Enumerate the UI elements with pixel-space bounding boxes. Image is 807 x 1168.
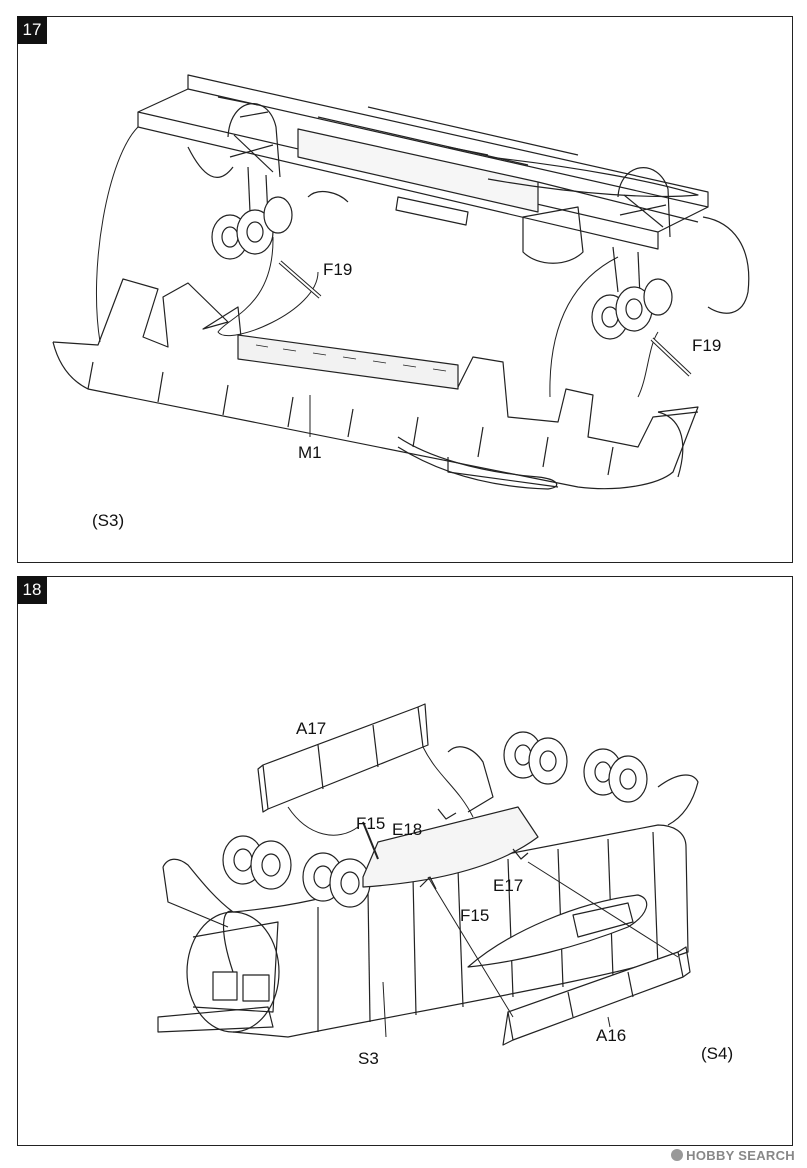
e17-part: [512, 848, 529, 860]
label-f15-upper: F15: [356, 814, 385, 833]
e18-part: [437, 808, 457, 820]
right-sponson: [447, 746, 494, 813]
label-m1: M1: [298, 443, 322, 462]
f15-part-lower: [419, 876, 437, 890]
step-18-panel: 18: [17, 576, 793, 1146]
label-a17: A17: [296, 719, 326, 738]
hobby-search-logo-icon: [671, 1149, 684, 1161]
right-wheel-group: [503, 731, 648, 803]
label-f19-right: F19: [692, 336, 721, 355]
side-rail: [395, 196, 469, 226]
subassembly-label: (S3): [92, 511, 124, 530]
watermark-text: HOBBY SEARCH: [686, 1148, 795, 1163]
fuselage-floor-frame: [137, 74, 709, 250]
panel-a17: [257, 703, 429, 813]
panel-a16: [502, 946, 691, 1046]
label-e18: E18: [392, 820, 422, 839]
step-number: 17: [17, 16, 47, 44]
step-number: 18: [17, 576, 47, 604]
step-18-illustration: A17 F15 E18 E17 F15 S3 A16 (S4): [157, 703, 733, 1068]
belly-pod: [467, 894, 648, 968]
step-17-illustration: F19 F19 M1 (S3): [52, 74, 750, 530]
watermark: HOBBY SEARCH: [671, 1148, 795, 1163]
subassembly-label: (S4): [701, 1044, 733, 1063]
label-f19-left: F19: [323, 260, 352, 279]
floor-details: [255, 344, 447, 372]
label-s3: S3: [358, 1049, 379, 1068]
step-17-panel: 17: [17, 16, 793, 563]
label-a16: A16: [596, 1026, 626, 1045]
label-f15-lower: F15: [460, 906, 489, 925]
left-wheel-group: [222, 835, 371, 908]
lower-fuselage-m1: [52, 278, 699, 490]
left-sponson: [162, 858, 234, 913]
right-gear-bay: [522, 167, 750, 340]
left-gear-bay: [187, 103, 349, 260]
label-e17: E17: [493, 876, 523, 895]
f15-part-upper: [362, 821, 379, 860]
